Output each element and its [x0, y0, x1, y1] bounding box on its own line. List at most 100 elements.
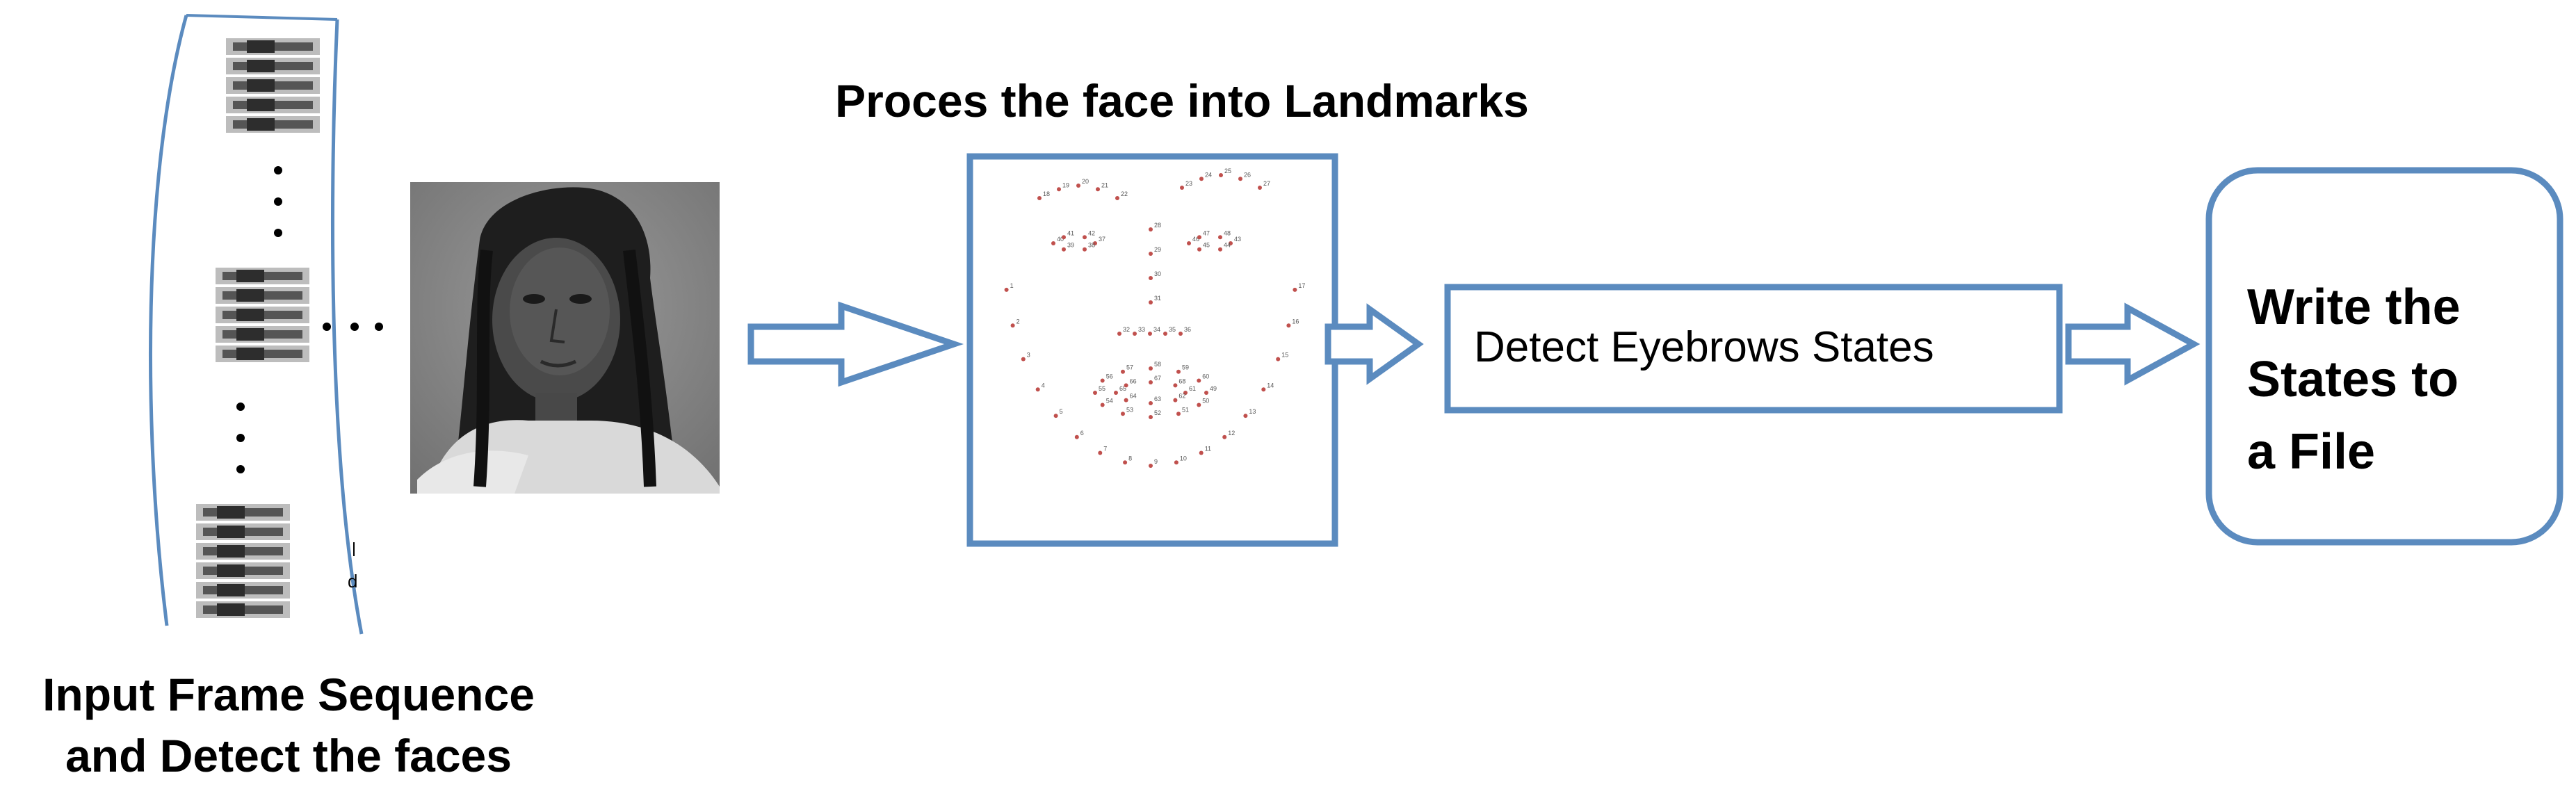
svg-text:2: 2: [1016, 318, 1020, 325]
svg-text:55: 55: [1099, 385, 1105, 392]
svg-text:53: 53: [1126, 406, 1133, 413]
landmark-point: 43: [1229, 236, 1241, 245]
svg-text:41: 41: [1067, 229, 1074, 236]
frame-thumbnail: [216, 307, 309, 323]
svg-text:26: 26: [1244, 171, 1251, 178]
frame-thumbnail: [196, 582, 290, 599]
svg-text:64: 64: [1130, 393, 1137, 400]
svg-text:40: 40: [1057, 236, 1064, 243]
svg-text:36: 36: [1184, 326, 1191, 333]
svg-text:8: 8: [1128, 455, 1132, 462]
landmark-point: 67: [1149, 375, 1161, 384]
landmark-point: 22: [1115, 190, 1128, 200]
svg-text:16: 16: [1292, 318, 1299, 325]
landmark-point: 54: [1100, 398, 1113, 407]
svg-text:61: 61: [1189, 385, 1196, 392]
landmark-point: 23: [1180, 180, 1192, 190]
ellipsis-dots-horizontal: [323, 323, 383, 331]
landmark-point: 47: [1197, 229, 1210, 240]
landmark-point: 41: [1062, 229, 1074, 240]
landmark-point: 35: [1163, 326, 1176, 336]
landmark-point: 45: [1197, 242, 1210, 252]
svg-text:56: 56: [1106, 373, 1113, 380]
frame-thumbnail: [226, 38, 320, 55]
landmark-point: 1: [1004, 282, 1014, 292]
svg-text:12: 12: [1228, 430, 1235, 437]
landmark-point: 20: [1076, 178, 1089, 188]
landmark-point: 4: [1035, 382, 1045, 392]
svg-text:57: 57: [1126, 364, 1133, 371]
frame-thumbnail: [226, 77, 320, 94]
frame-thumbnails-bottom: [196, 504, 290, 618]
landmark-point: 27: [1258, 180, 1270, 190]
landmark-point: 6: [1074, 430, 1084, 439]
frame-thumbnail: [196, 562, 290, 579]
svg-text:60: 60: [1202, 373, 1209, 380]
frame-thumbnail: [196, 601, 290, 618]
svg-text:38: 38: [1088, 242, 1095, 249]
detect-stage-label: Detect Eyebrows States: [1474, 323, 1934, 371]
svg-text:25: 25: [1224, 168, 1231, 174]
svg-text:54: 54: [1106, 398, 1113, 405]
frame-thumbnail: [216, 268, 309, 284]
landmark-point: 18: [1037, 190, 1050, 200]
flow-arrow-icon: [2065, 302, 2201, 386]
landmark-point: 10: [1174, 455, 1187, 465]
flow-arrow-icon: [747, 301, 964, 387]
landmark-point: 37: [1093, 236, 1105, 245]
svg-text:5: 5: [1060, 408, 1063, 415]
svg-text:66: 66: [1130, 377, 1137, 384]
svg-text:6: 6: [1080, 430, 1084, 437]
output-stage-label: Write the States to a File: [2247, 271, 2539, 488]
landmark-point: 57: [1121, 364, 1133, 374]
svg-text:10: 10: [1180, 455, 1187, 462]
landmark-point: 59: [1176, 364, 1189, 374]
svg-text:17: 17: [1298, 282, 1305, 289]
input-stage-caption: Input Frame Sequence and Detect the face…: [0, 664, 577, 786]
landmark-point: 31: [1149, 295, 1161, 304]
svg-text:67: 67: [1154, 375, 1161, 382]
frame-thumbnail: [216, 326, 309, 343]
landmark-point: 17: [1293, 282, 1305, 292]
landmark-point: 68: [1173, 377, 1185, 388]
landmark-point: 53: [1121, 406, 1133, 416]
landmark-point: 34: [1148, 326, 1160, 336]
svg-text:11: 11: [1205, 446, 1211, 453]
frame-thumbnail: [226, 116, 320, 133]
svg-text:50: 50: [1202, 398, 1209, 405]
face-photo-icon: [410, 182, 720, 494]
landmark-point: 24: [1199, 171, 1212, 181]
landmark-point: 29: [1149, 246, 1161, 256]
landmark-point: 50: [1197, 398, 1209, 407]
landmark-point: 8: [1123, 455, 1132, 465]
input-caption-line: and Detect the faces: [65, 730, 512, 781]
landmark-point: 64: [1124, 393, 1137, 402]
landmark-point: 63: [1149, 396, 1161, 405]
svg-text:37: 37: [1099, 236, 1105, 243]
svg-text:31: 31: [1154, 295, 1161, 302]
svg-text:59: 59: [1182, 364, 1189, 371]
landmark-point: 33: [1133, 326, 1145, 336]
frame-thumbnails-top: [226, 38, 320, 133]
svg-text:33: 33: [1138, 326, 1145, 333]
landmark-point: 19: [1057, 181, 1069, 192]
svg-text:21: 21: [1101, 181, 1108, 188]
frame-thumbnails-middle: [216, 268, 309, 362]
frame-thumbnail: [226, 97, 320, 113]
landmark-point: 62: [1173, 393, 1185, 402]
landmark-point: 28: [1149, 222, 1161, 231]
frame-thumbnail: [196, 543, 290, 560]
svg-text:13: 13: [1249, 408, 1256, 415]
landmark-point: 26: [1238, 171, 1251, 181]
svg-text:62: 62: [1178, 393, 1185, 400]
svg-text:46: 46: [1192, 236, 1199, 243]
svg-text:7: 7: [1103, 446, 1107, 453]
landmark-point: 39: [1062, 242, 1074, 252]
svg-text:35: 35: [1169, 326, 1176, 333]
frame-thumbnail: [216, 345, 309, 362]
landmark-point: 48: [1218, 229, 1231, 240]
svg-text:d: d: [348, 571, 357, 592]
output-label-line: States to: [2247, 352, 2459, 407]
landmark-point: 21: [1096, 181, 1108, 192]
